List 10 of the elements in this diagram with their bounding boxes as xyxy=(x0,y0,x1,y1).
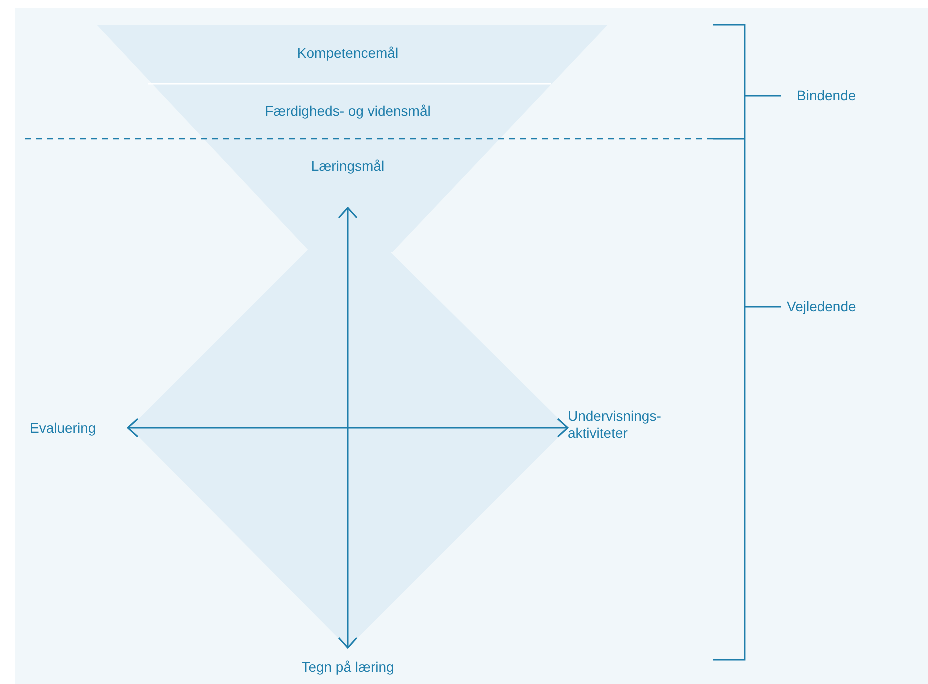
node-label: Evaluering xyxy=(30,420,96,436)
node-label: Kompetencemål xyxy=(297,44,399,62)
double-arrow xyxy=(338,207,358,649)
node-label: Færdigheds- og vidensmål xyxy=(265,102,431,120)
bracket-label: Vejledende xyxy=(787,298,856,316)
bracket-label: Bindende xyxy=(797,88,856,104)
node-label: Tegn på læring xyxy=(302,659,394,676)
node-label: Læringsmål xyxy=(311,158,385,175)
node-label: Undervisnings- aktiviteter xyxy=(568,408,662,442)
double-arrow xyxy=(127,418,569,438)
